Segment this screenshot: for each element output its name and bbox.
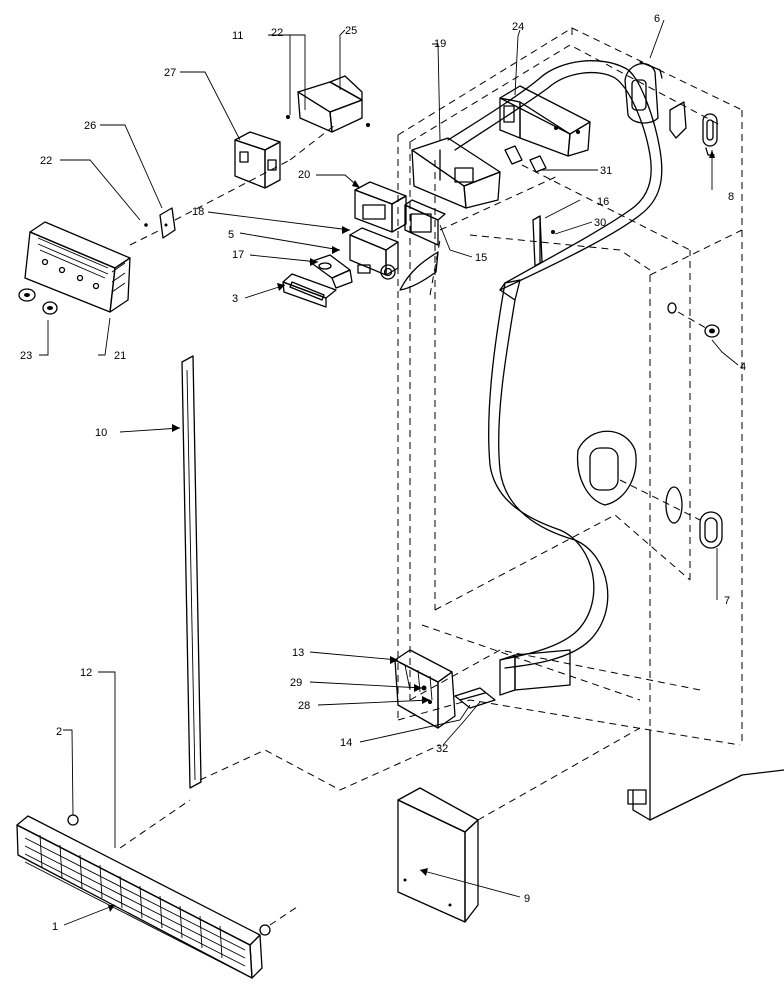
- callout-7: 7: [724, 595, 730, 607]
- control-panel-21: [24, 221, 131, 313]
- leader-lines: [39, 19, 739, 926]
- bracket-26: [129, 207, 176, 246]
- panel-9: [397, 727, 641, 923]
- callout-30: 30: [594, 217, 606, 229]
- callout-25: 25: [345, 25, 357, 37]
- callout-27: 27: [164, 67, 176, 79]
- tab: [399, 251, 439, 291]
- leader-arrowheads: [108, 150, 715, 912]
- callout-12: 12: [80, 667, 92, 679]
- callout-22b: 22: [40, 155, 52, 167]
- trim-strip-10: [181, 355, 441, 791]
- part-18: [349, 227, 399, 280]
- callout-5: 5: [228, 229, 234, 241]
- callout-4: 4: [740, 361, 746, 373]
- callout-16: 16: [597, 196, 609, 208]
- callout-29: 29: [290, 677, 302, 689]
- callout-26: 26: [84, 120, 96, 132]
- wiring-harness: [447, 60, 663, 696]
- callout-24: 24: [512, 21, 524, 33]
- callout-1: 1: [52, 921, 58, 933]
- light-bulb-part: [669, 101, 687, 139]
- bracket-25: [286, 75, 370, 161]
- callout-11: 11: [232, 30, 243, 42]
- grommet-4: [667, 302, 720, 338]
- callout-31: 31: [600, 165, 612, 177]
- damper-assembly-13: [394, 649, 456, 729]
- callout-10: 10: [95, 427, 107, 439]
- bracket-27: [174, 131, 291, 221]
- screw-2: [67, 814, 79, 826]
- part-14: [454, 687, 496, 709]
- callout-32: 32: [436, 743, 448, 755]
- grille-1: [16, 799, 301, 979]
- callout-17: 17: [232, 249, 244, 261]
- callout-9: 9: [524, 893, 530, 905]
- cabinet-solid-edges: [627, 729, 784, 821]
- light-socket-6: [624, 61, 663, 124]
- callout-14: 14: [340, 737, 352, 749]
- callout-23: 23: [20, 350, 32, 362]
- part-16: [532, 215, 543, 267]
- callout-20: 20: [298, 169, 310, 181]
- cabinet-outline: [397, 27, 743, 820]
- knob-23: [18, 288, 58, 315]
- callout-19: 19: [434, 38, 446, 50]
- callout-21: 21: [114, 350, 126, 362]
- light-8: [702, 113, 718, 156]
- callout-15: 15: [475, 252, 487, 264]
- callout-3: 3: [232, 293, 238, 305]
- part-17: [309, 254, 353, 289]
- bracket-24: [499, 85, 591, 157]
- screw-30: [551, 230, 555, 234]
- callout-labels: 1 2 3 4 5 6 7 8 9 10 11 12 13 14 15 16 1…: [20, 13, 746, 933]
- callout-28: 28: [298, 700, 310, 712]
- part-20: [354, 181, 407, 233]
- part-3: [282, 273, 337, 308]
- callout-8: 8: [728, 191, 734, 203]
- callout-6: 6: [654, 13, 660, 25]
- housing-19: [411, 137, 501, 209]
- callout-18: 18: [192, 206, 204, 218]
- callout-22a: 22: [271, 27, 283, 39]
- callout-13: 13: [292, 647, 304, 659]
- part-31: [504, 145, 547, 173]
- callout-2: 2: [56, 726, 62, 738]
- part-15: [404, 174, 561, 246]
- light-housing-7: [576, 430, 723, 549]
